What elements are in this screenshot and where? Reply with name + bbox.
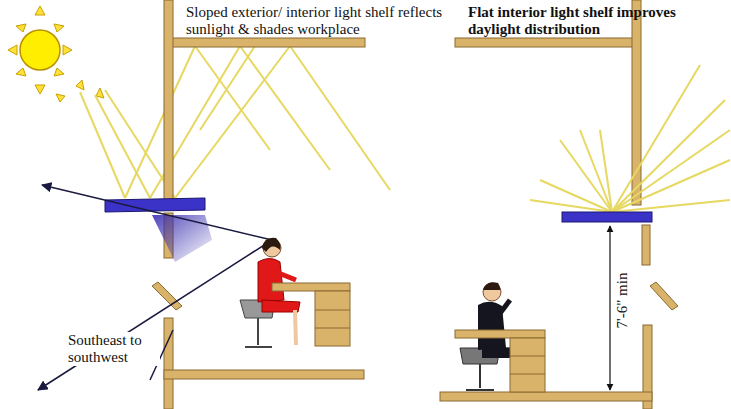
sun (8, 6, 104, 102)
sun-rays (530, 65, 730, 212)
dimension-label: 7'-6" min (614, 270, 631, 330)
shelf-shadow (152, 215, 212, 262)
caption-note: Sloped exterior/ interior light shelf re… (186, 4, 456, 38)
desk (455, 330, 545, 392)
desk (272, 283, 350, 346)
light-shelf (562, 212, 652, 222)
view-lines (38, 185, 272, 390)
light-shelf (105, 198, 205, 212)
orientation-note: Southeast to southwest (66, 332, 160, 366)
sun-rays (80, 46, 390, 198)
woman (240, 238, 300, 347)
caption-note: Flat interior light shelf improves dayli… (468, 4, 718, 38)
building-section (440, 0, 678, 409)
dimension-line (609, 226, 610, 390)
